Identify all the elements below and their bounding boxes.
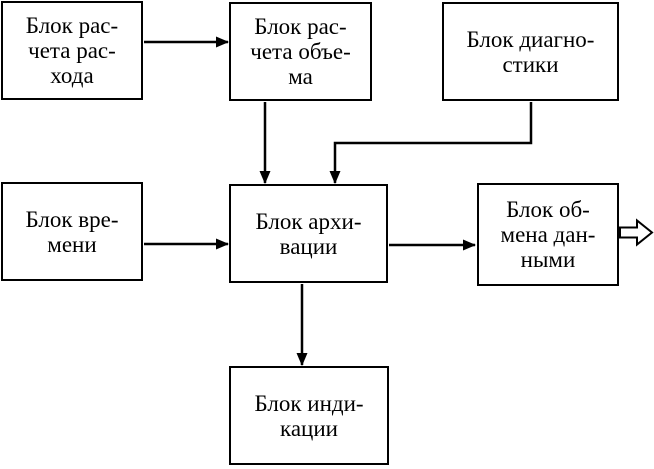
block-data-exchange: Блок об- мена дан- ными (477, 183, 619, 286)
block-archiving: Блок архи- вации (229, 184, 388, 283)
block-indication: Блок инди- кации (229, 366, 389, 465)
block-flow-calc: Блок рас- чета рас- хода (1, 1, 143, 100)
block-diagnostics: Блок диагно- стики (442, 2, 619, 101)
hollow-output-arrow (619, 218, 654, 247)
block-time: Блок вре- мени (1, 182, 143, 281)
block-volume-calc: Блок рас- чета объе- ма (229, 2, 372, 101)
arrow-diagnostics-to-archiving (329, 102, 533, 184)
